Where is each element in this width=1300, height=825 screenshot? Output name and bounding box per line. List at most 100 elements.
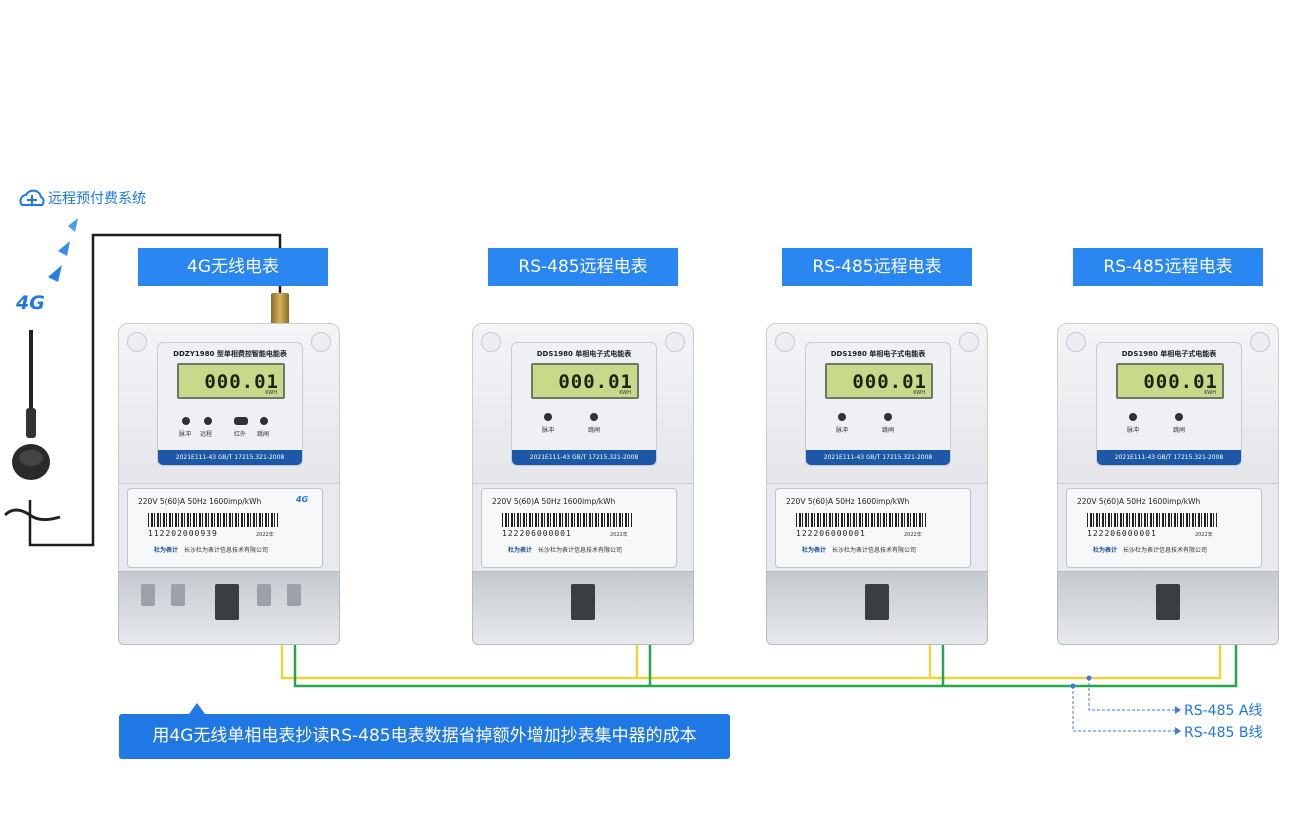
manufacture-year: 2022年	[610, 532, 628, 538]
lcd-reading: 000.01	[1143, 371, 1218, 393]
spec-text: 220V 5(60)A 50Hz 1600imp/kWh	[138, 497, 262, 506]
terminal-screw	[257, 584, 271, 606]
led-trip-icon	[884, 413, 892, 421]
rs485-b-label: RS-485 B线	[1184, 725, 1263, 741]
signal-chevron-icon	[68, 218, 78, 232]
meter-cover: DDS1980 单相电子式电能表 000.01 KWH 脉冲 跳闸 2021E1…	[1057, 323, 1279, 491]
spec-text: 220V 5(60)A 50Hz 1600imp/kWh	[492, 497, 616, 506]
label-rs485-meter-2: RS-485远程电表	[782, 248, 972, 286]
led-remote-icon	[204, 417, 212, 425]
arrow-b	[1175, 727, 1181, 735]
cert-band: 2021E111-43 GB/T 17215.321-2008	[806, 450, 950, 465]
caption: 用4G无线单相电表抄读RS-485电表数据省掉额外增加抄表集中器的成本	[119, 714, 730, 759]
barcode	[148, 513, 278, 527]
meter-cover: DDS1980 单相电子式电能表 000.01 KWH 脉冲 跳闸 2021E1…	[472, 323, 694, 491]
led-label: 脉冲	[542, 427, 555, 434]
brand-logo: 杜为表计	[1093, 547, 1118, 554]
screw-icon	[127, 332, 147, 352]
manufacture-year: 2022年	[1195, 532, 1213, 538]
terminal-block	[472, 571, 694, 645]
rs485-a-label: RS-485 A线	[1184, 703, 1263, 719]
meter-rs485-3: DDS1980 单相电子式电能表 000.01 KWH 脉冲 跳闸 2021E1…	[1057, 323, 1279, 645]
system-title: 远程预付费系统	[48, 191, 146, 207]
brand-logo: 杜为表计	[154, 547, 179, 554]
led-label: 红外	[234, 431, 247, 438]
meter-nameplate-section: 220V 5(60)A 50Hz 1600imp/kWh 4G 11220200…	[118, 483, 340, 575]
meter-cover: DDS1980 单相电子式电能表 000.01 KWH 脉冲 跳闸 2021E1…	[766, 323, 988, 491]
brand-logo: 杜为表计	[802, 547, 827, 554]
tap-b-dot	[1070, 683, 1076, 689]
signal-chevron-icon	[48, 265, 62, 282]
led-label: 跳闸	[882, 427, 895, 434]
cloud-icon	[19, 189, 45, 206]
terminal-screw	[287, 584, 301, 606]
leader-b	[1072, 686, 1175, 732]
spec-text: 220V 5(60)A 50Hz 1600imp/kWh	[1077, 497, 1201, 506]
terminal-screw	[141, 584, 155, 606]
led-label: 跳闸	[257, 431, 270, 438]
serial-number: 112202000939	[148, 529, 218, 538]
meter-face: DDS1980 单相电子式电能表 000.01 KWH 脉冲 跳闸 2021E1…	[1096, 342, 1242, 466]
led-label: 远程	[200, 431, 213, 438]
led-pulse-icon	[838, 413, 846, 421]
4g-badge: 4G	[296, 495, 309, 504]
terminal-seal	[1156, 584, 1180, 620]
serial-number: 122206000001	[796, 529, 866, 538]
company-name: 长沙杜为表计信息技术有限公司	[1123, 547, 1208, 554]
meter-model: DDZY1980 型单相费控智能电能表	[173, 350, 287, 358]
meter-4g: DDZY1980 型单相费控智能电能表 000.01 KWH 脉冲 远程 红外 …	[118, 323, 340, 645]
lcd-display: 000.01 KWH	[177, 363, 285, 399]
rs485-a-wire	[280, 645, 1222, 680]
manufacture-year: 2022年	[256, 532, 274, 538]
terminal-seal	[571, 584, 595, 620]
screw-icon	[481, 332, 501, 352]
led-label: 脉冲	[1127, 427, 1140, 434]
brand-logo: 杜为表计	[508, 547, 533, 554]
manufacture-year: 2022年	[904, 532, 922, 538]
screw-icon	[311, 332, 331, 352]
signal-chevron-icon	[58, 241, 70, 256]
lcd-display: 000.01 KWH	[825, 363, 933, 399]
meter-face: DDZY1980 型单相费控智能电能表 000.01 KWH 脉冲 远程 红外 …	[157, 342, 303, 466]
terminal-screw	[171, 584, 185, 606]
meter-model: DDS1980 单相电子式电能表	[536, 350, 632, 358]
meter-nameplate-section: 220V 5(60)A 50Hz 1600imp/kWh 12220600000…	[766, 483, 988, 575]
company-name: 长沙杜为表计信息技术有限公司	[184, 547, 269, 554]
barcode	[796, 513, 926, 527]
lcd-unit: KWH	[1204, 390, 1216, 396]
barcode	[502, 513, 632, 527]
spec-text: 220V 5(60)A 50Hz 1600imp/kWh	[786, 497, 910, 506]
led-pulse-icon	[544, 413, 552, 421]
cert-band: 2021E111-43 GB/T 17215.321-2008	[1097, 450, 1241, 465]
arrow-a	[1175, 706, 1181, 714]
terminal-block	[766, 571, 988, 645]
serial-number: 122206000001	[502, 529, 572, 538]
led-pulse-icon	[182, 417, 190, 425]
antenna-icon	[3, 330, 61, 522]
screw-icon	[1066, 332, 1086, 352]
meter-cover: DDZY1980 型单相费控智能电能表 000.01 KWH 脉冲 远程 红外 …	[118, 323, 340, 491]
lcd-unit: KWH	[265, 390, 277, 396]
meter-antenna-stub	[271, 293, 289, 327]
caption-pointer	[189, 703, 205, 714]
cert-band: 2021E111-43 GB/T 17215.321-2008	[512, 450, 656, 465]
lcd-unit: KWH	[913, 390, 925, 396]
antenna-signal-label: 4G	[16, 292, 45, 314]
terminal-seal	[215, 584, 239, 620]
led-label: 跳闸	[588, 427, 601, 434]
lcd-reading: 000.01	[852, 371, 927, 393]
led-trip-icon	[590, 413, 598, 421]
meter-rs485-1: DDS1980 单相电子式电能表 000.01 KWH 脉冲 跳闸 2021E1…	[472, 323, 694, 645]
meter-model: DDS1980 单相电子式电能表	[1121, 350, 1217, 358]
lcd-reading: 000.01	[204, 371, 279, 393]
led-pulse-icon	[1129, 413, 1137, 421]
screw-icon	[775, 332, 795, 352]
nameplate: 220V 5(60)A 50Hz 1600imp/kWh 12220600000…	[481, 488, 677, 568]
cert-band: 2021E111-43 GB/T 17215.321-2008	[158, 450, 302, 465]
meter-model: DDS1980 单相电子式电能表	[830, 350, 926, 358]
tap-a-dot	[1086, 675, 1092, 681]
lcd-display: 000.01 KWH	[531, 363, 639, 399]
meter-nameplate-section: 220V 5(60)A 50Hz 1600imp/kWh 12220600000…	[472, 483, 694, 575]
nameplate: 220V 5(60)A 50Hz 1600imp/kWh 4G 11220200…	[127, 488, 323, 568]
